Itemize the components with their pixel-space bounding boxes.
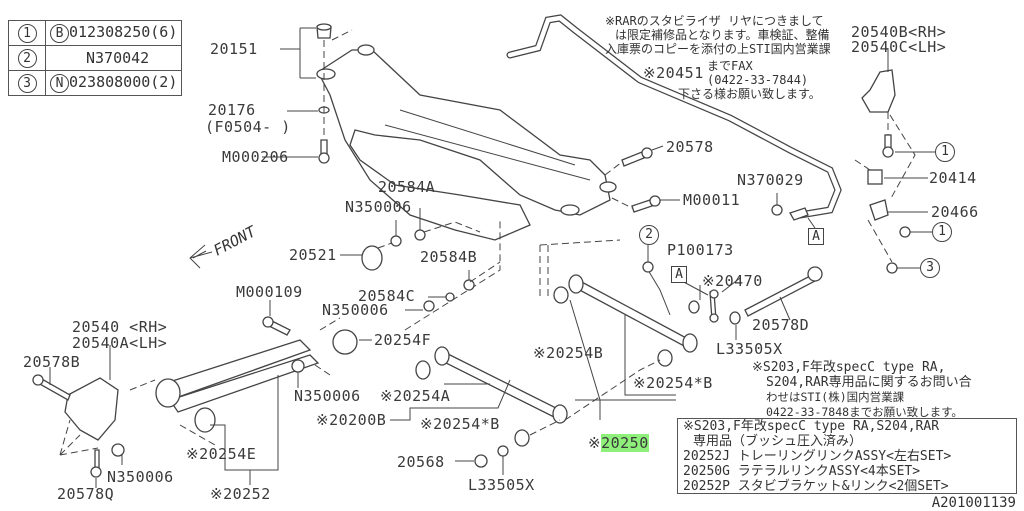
info-line: 専用品（ブッシュ圧入済み） — [693, 434, 863, 449]
part-label[interactable]: ※20252 — [210, 485, 271, 503]
trailing-link — [155, 329, 358, 433]
rear-stabilizer-bar — [506, 14, 842, 219]
note-line: 0422-33-7848までお願い致します。 — [766, 405, 963, 419]
legend-part-number: 023808000(2) — [69, 73, 178, 91]
legend-row: 2 N370042 — [8, 45, 183, 71]
legend-symbol: N — [50, 74, 69, 93]
part-label[interactable]: ※20254*B — [420, 415, 500, 433]
trailing-link-bracket — [64, 377, 119, 441]
legend-symbol: B — [50, 24, 69, 43]
crossmember-bolt — [621, 145, 680, 213]
s203-inquiry-note: ※S203,F年改specC type RA, S204,RAR専用品に関するお… — [752, 360, 972, 420]
note-line: わせはSTI(株)国内営業課 — [766, 390, 905, 404]
legend-key: 3 — [17, 74, 37, 93]
part-label[interactable]: 20151 — [210, 40, 258, 58]
legend-key: 2 — [17, 49, 37, 68]
stabilizer-note: ※RARのスタビライザ リヤにつきまして は限定補修品となります。車検証、整備 … — [605, 14, 831, 56]
part-label-highlighted[interactable]: ※20250 — [588, 434, 649, 452]
note-line: までFAX — [707, 59, 753, 73]
note-line: 下さる様お願い致します。 — [678, 87, 821, 101]
part-label[interactable]: 20584A — [378, 178, 436, 196]
legend-part-number: 012308250(6) — [69, 23, 178, 41]
part-label[interactable]: ※20254E — [186, 445, 257, 463]
part-label[interactable]: 20176 — [208, 101, 256, 119]
part-label[interactable]: 20521 — [289, 246, 337, 264]
lateral-link-upper — [553, 274, 698, 367]
info-line: ※S203,F年改specC type RA,S204,RAR — [683, 419, 940, 434]
callout-2: 2 — [639, 225, 659, 245]
legend-part-number: N370042 — [86, 49, 150, 67]
part-label[interactable]: 20578D — [752, 316, 810, 334]
part-label[interactable]: N350006 — [345, 198, 412, 216]
info-line: 20250G ラテラルリンクASSY<4本SET> — [683, 464, 921, 479]
crossmember-mount-bushing — [316, 23, 332, 164]
part-label[interactable]: 20540 <RH> — [72, 318, 168, 336]
long-bolt — [744, 266, 823, 317]
part-label[interactable]: 20540C<LH> — [851, 38, 947, 56]
reference-box-a: A — [671, 266, 687, 283]
reference-box-a: A — [808, 228, 824, 245]
part-label[interactable]: 20540B<RH> — [851, 23, 947, 41]
part-label[interactable]: N350006 — [322, 301, 389, 319]
stabilizer-bracket — [861, 69, 896, 113]
part-label[interactable]: ※20470 — [702, 272, 763, 290]
lateral-link-lower — [415, 346, 568, 447]
legend-key: 1 — [17, 24, 37, 43]
part-label[interactable]: M000109 — [236, 283, 303, 301]
bump-stopper — [361, 245, 383, 271]
part-label[interactable]: N370029 — [737, 171, 804, 189]
part-label[interactable]: 20540A<LH> — [72, 334, 168, 352]
part-label[interactable]: 20584C — [358, 287, 416, 305]
callout-1: 1 — [935, 142, 955, 162]
part-label[interactable]: P100173 — [667, 241, 734, 259]
part-label[interactable]: L33505X — [468, 476, 535, 494]
note-line: 入庫票のコピーを添付の上STI国内営業課 — [605, 42, 831, 56]
part-label[interactable]: ※20451 — [643, 64, 704, 82]
note-line: (0422-33-7844) — [707, 73, 809, 87]
part-label[interactable]: ※20200B — [316, 411, 387, 429]
part-label[interactable]: 20578B — [23, 353, 81, 371]
stabilizer-bushing — [867, 169, 883, 185]
stabilizer-clamp — [869, 199, 889, 221]
note-line: は限定補修品となります。車検証、整備 — [615, 28, 830, 42]
info-line: 20252P スタビブラケット&リンク<2個SET> — [683, 479, 949, 494]
part-label[interactable]: ※20254A — [380, 387, 451, 405]
front-arrow — [189, 244, 213, 269]
stabilizer-link — [688, 289, 741, 325]
part-label[interactable]: 20584B — [420, 248, 478, 266]
info-line: 20252J トレーリングリンクASSY<左右SET> — [683, 449, 952, 464]
part-label[interactable]: L33505X — [716, 340, 783, 358]
note-line: ※RARのスタビライザ リヤにつきまして — [605, 14, 824, 28]
callout-3: 3 — [920, 258, 940, 278]
part-label[interactable]: M00011 — [683, 191, 741, 209]
part-label[interactable]: M000206 — [222, 148, 289, 166]
callout-1: 1 — [932, 222, 952, 242]
part-label[interactable]: N350006 — [107, 468, 174, 486]
special-parts-info-box: ※S203,F年改specC type RA,S204,RAR 専用品（ブッシュ… — [677, 418, 1017, 494]
highlighted-part-number[interactable]: 20250 — [601, 434, 649, 452]
part-label[interactable]: 20578 — [666, 138, 714, 156]
part-label[interactable]: 20578Q — [57, 485, 115, 503]
rear-crossmember — [316, 44, 617, 241]
part-note: (F0504- ) — [205, 118, 291, 136]
part-label[interactable]: 20466 — [931, 203, 979, 221]
part-label[interactable]: 20568 — [397, 453, 445, 471]
part-label[interactable]: ※20254*B — [633, 374, 713, 392]
note-line: S204,RAR専用品に関するお問い合 — [766, 375, 972, 390]
asterisk-prefix: ※ — [588, 434, 602, 452]
note-line: ※S203,F年改specC type RA, — [752, 360, 946, 375]
part-label[interactable]: 20254F — [374, 331, 432, 349]
diagram-code: A201001139 — [931, 495, 1016, 511]
part-label[interactable]: ※20254B — [533, 344, 604, 362]
part-label[interactable]: N350006 — [294, 387, 361, 405]
part-label[interactable]: 20414 — [929, 169, 977, 187]
